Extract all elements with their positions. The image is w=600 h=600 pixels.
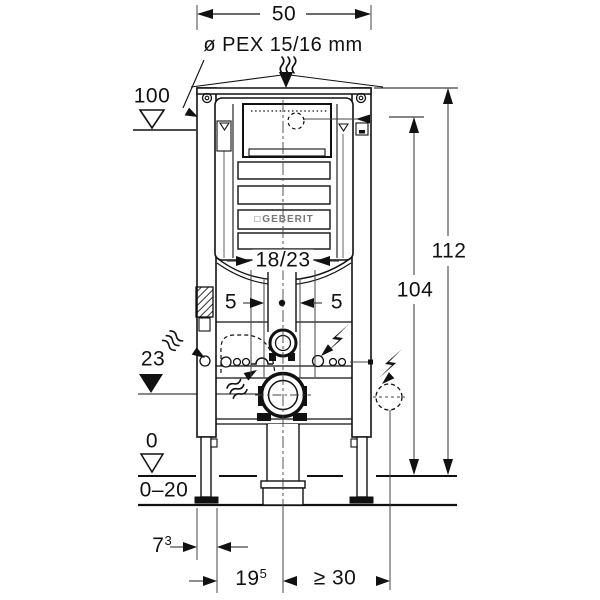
dimension-112 bbox=[374, 87, 458, 475]
level-marker-0 bbox=[139, 453, 165, 474]
fixing-points bbox=[199, 354, 373, 368]
dim-7-3-label: 73 bbox=[152, 533, 172, 557]
dim-19-5-label: 195 bbox=[235, 566, 267, 590]
dimension-5-5 bbox=[243, 278, 322, 377]
dim-0-20-label: 0–20 bbox=[139, 478, 189, 502]
flush-volume-plate bbox=[355, 122, 369, 136]
lightning-icon-inner bbox=[321, 324, 349, 356]
dim-5-left-label: 5 bbox=[224, 290, 238, 314]
brand-square-icon: □ bbox=[254, 214, 262, 225]
dimension-50 bbox=[196, 5, 372, 30]
dim-0-label: 0 bbox=[145, 429, 159, 453]
concealed-trap-outline bbox=[220, 334, 276, 374]
dimension-7-3 bbox=[170, 542, 248, 552]
frame-legs bbox=[194, 436, 374, 504]
dim-104-label: 104 bbox=[393, 279, 437, 301]
lightning-icon-outer bbox=[379, 349, 402, 384]
flush-bend-coupling bbox=[268, 328, 298, 361]
dim-ge-30-label: ≥ 30 bbox=[313, 566, 357, 590]
water-flow-icon-center bbox=[225, 370, 257, 401]
dimension-19-5 bbox=[189, 576, 217, 586]
dim-frame-width-label: 50 bbox=[271, 2, 297, 26]
electrical-box-dashed-circle bbox=[373, 383, 405, 411]
water-supply-connection bbox=[287, 112, 372, 130]
dimension-104 bbox=[389, 116, 424, 475]
level-marker-100 bbox=[133, 109, 196, 131]
protection-plate-rows bbox=[237, 161, 331, 250]
access-panel bbox=[242, 103, 332, 158]
dim-5-right-label: 5 bbox=[330, 290, 344, 314]
dim-18-23-label: 18/23 bbox=[252, 249, 314, 271]
stop-valve bbox=[195, 286, 214, 332]
dimension-ge-30 bbox=[283, 576, 390, 586]
dim-112-label: 112 bbox=[428, 240, 470, 262]
pex-callout-leader bbox=[182, 59, 384, 117]
water-flow-icon bbox=[279, 56, 297, 74]
pipe-spec-label: ø PEX 15/16 mm bbox=[203, 34, 363, 56]
brand-logo: □GEBERIT bbox=[254, 214, 314, 225]
dim-23-label: 23 bbox=[140, 347, 166, 371]
dimension-18-23 bbox=[227, 256, 339, 377]
water-flow-icon-left bbox=[160, 328, 205, 358]
dim-100-label: 100 bbox=[133, 84, 171, 108]
